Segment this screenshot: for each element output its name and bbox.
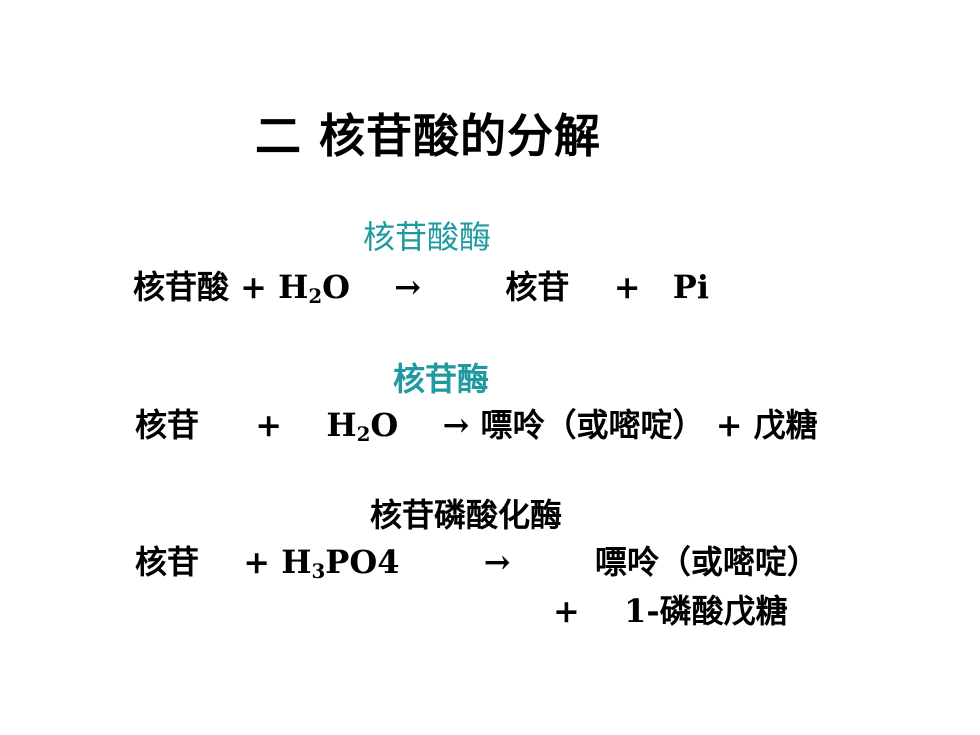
enzyme-label-nucleosidase: 核苷酶 — [393, 360, 490, 398]
phosphate-formula: H3PO4 — [281, 543, 399, 581]
reaction-equation-3-continued: + 1-磷酸戊糖 — [553, 586, 788, 632]
formula-h: H — [326, 406, 357, 444]
product-2: 戊糖 — [753, 406, 818, 444]
reaction-arrow: → — [394, 268, 422, 306]
reaction-arrow: → — [442, 406, 470, 444]
substrate: 核苷酸 — [133, 268, 230, 306]
formula-h: H — [278, 268, 309, 306]
formula-po4: PO4 — [325, 543, 400, 581]
substrate: 核苷 — [135, 406, 200, 444]
slide-title: 二 核苷酸的分解 — [255, 109, 602, 163]
product-1: 嘌呤（或嘧啶） — [594, 543, 819, 581]
formula-h: H — [281, 543, 312, 581]
formula-o: O — [322, 268, 351, 306]
enzyme-label-nucleotidase: 核苷酸酶 — [363, 218, 492, 256]
substrate: 核苷 — [135, 543, 200, 581]
product-1: 嘌呤（或嘧啶） — [480, 406, 705, 444]
plus-sign: + — [243, 543, 271, 581]
reaction-equation-3: 核苷 + H3PO4 → 嘌呤（或嘧啶） — [135, 537, 819, 583]
enzyme-label-phosphorylase: 核苷磷酸化酶 — [370, 496, 563, 534]
formula-subscript: 2 — [308, 283, 323, 308]
product-2: Pi — [672, 268, 709, 306]
plus-sign: + — [255, 406, 283, 444]
formula-subscript: 2 — [356, 421, 371, 446]
product-2: 1-磷酸戊糖 — [624, 592, 788, 630]
plus-sign: + — [553, 592, 580, 630]
plus-sign: + — [715, 406, 743, 444]
plus-sign: + — [613, 268, 641, 306]
plus-sign: + — [240, 268, 267, 306]
reaction-equation-2: 核苷 + H2O → 嘌呤（或嘧啶） + 戊糖 — [135, 400, 818, 446]
water-formula: H2O — [278, 268, 350, 306]
reaction-arrow: → — [483, 543, 511, 581]
product-1: 核苷 — [505, 268, 570, 306]
water-formula: H2O — [326, 406, 398, 444]
formula-subscript: 3 — [311, 558, 326, 583]
reaction-equation-1: 核苷酸 + H2O → 核苷 + Pi — [133, 262, 709, 308]
formula-o: O — [370, 406, 399, 444]
